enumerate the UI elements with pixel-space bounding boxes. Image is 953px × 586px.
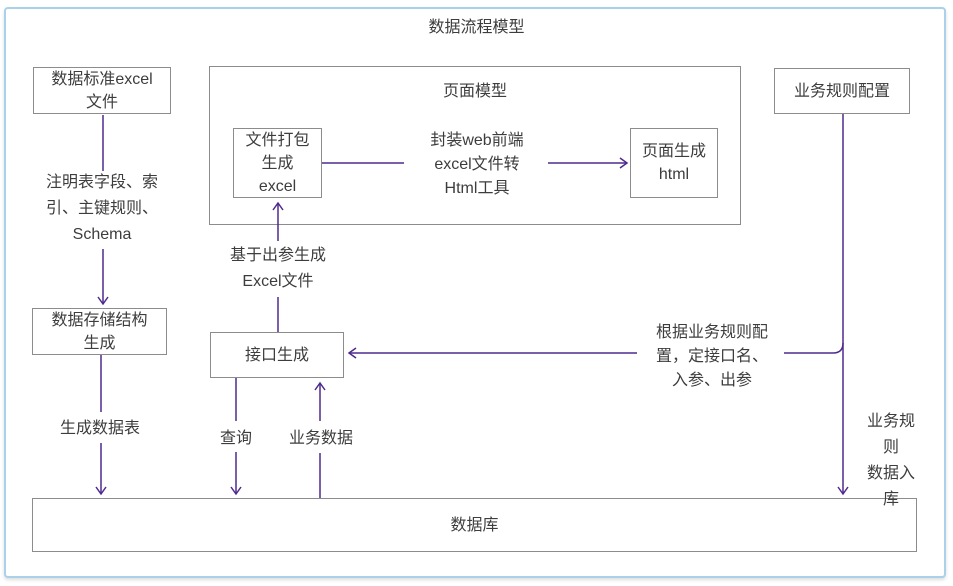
node-data-storage-structure: 数据存储结构 生成: [32, 308, 167, 355]
label-rule-based-interface: 根据业务规则配 置，定接口名、 入参、出参: [655, 324, 769, 389]
node-interface-generate: 接口生成: [210, 332, 344, 378]
node-file-package-excel: 文件打包 生成 excel: [233, 128, 322, 198]
node-page-generate-html: 页面生成 html: [630, 128, 718, 198]
page-model-title: 页面模型: [442, 83, 507, 100]
node-database: 数据库: [32, 498, 917, 552]
label-web-tool: 封装web前端 excel文件转 Html工具: [430, 132, 524, 197]
label-schema-note: 注明表字段、索 引、主键规则、 Schema: [45, 174, 159, 243]
label-business-rule-into-db: 业务规则 数据入库: [866, 413, 915, 508]
node-business-rule-config: 业务规则配置: [774, 68, 910, 114]
label-business-data: 业务数据: [288, 430, 354, 447]
label-generate-data-table: 生成数据表: [59, 420, 141, 437]
node-data-standard-excel-file: 数据标准excel 文件: [33, 67, 171, 114]
label-query: 查询: [219, 430, 253, 447]
label-excel-from-output: 基于出参生成 Excel文件: [229, 247, 327, 290]
diagram-title: 数据流程模型: [428, 19, 525, 36]
